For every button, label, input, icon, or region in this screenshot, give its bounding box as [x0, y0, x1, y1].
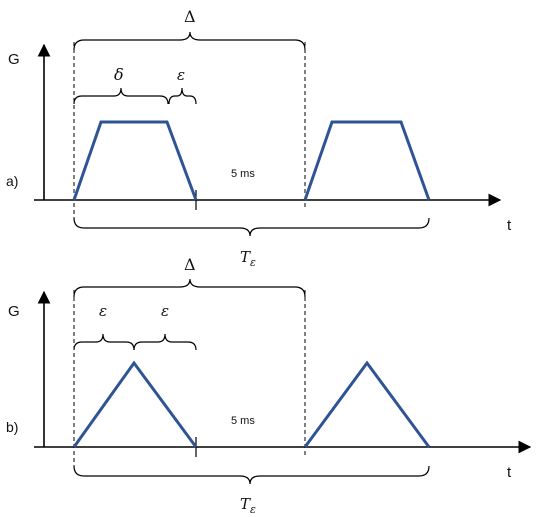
panel-a-small-delta-brace	[73, 87, 169, 105]
panel-b-right-epsilon-label: ε	[161, 302, 169, 320]
panel-a-x-axis-label: t	[507, 217, 512, 234]
panel-a-panel-label: a)	[6, 173, 18, 189]
panel-a-t-eps-label: T	[240, 248, 251, 266]
panel-a-pulse-2	[303, 120, 431, 201]
panel-a-pulse-1	[72, 120, 198, 201]
panel-a-t-eps-sub: ε	[250, 256, 256, 269]
panel-a: G t a) Δ δ ε 5 ms T ε	[6, 7, 512, 269]
panel-b-left-epsilon-label: ε	[99, 302, 107, 320]
panel-b-gap-label: 5 ms	[231, 415, 255, 427]
panel-b-pulse-2	[303, 360, 431, 448]
panel-b-x-axis-label: t	[507, 464, 512, 481]
panel-b-t-eps-brace	[73, 465, 430, 485]
panel-b-right-epsilon-brace	[133, 333, 197, 351]
panel-b-t-eps-label: T	[240, 495, 251, 513]
panel-b-delta-brace	[73, 278, 306, 298]
panel-a-epsilon-label: ε	[177, 66, 185, 84]
panel-b-y-axis-label: G	[8, 303, 20, 320]
panel-b-pulse-1	[72, 360, 198, 448]
panel-a-gap-label: 5 ms	[231, 168, 255, 180]
panel-a-epsilon-brace	[168, 87, 197, 105]
panel-a-y-axis-label: G	[8, 51, 20, 68]
panel-a-t-eps-brace	[73, 217, 430, 237]
panel-b: G t b) Δ ε ε 5 ms T ε	[6, 255, 532, 516]
panel-a-small-delta-label: δ	[114, 65, 124, 84]
panel-b-delta-label: Δ	[184, 255, 196, 274]
panel-a-delta-label: Δ	[184, 7, 196, 26]
panel-b-panel-label: b)	[6, 419, 18, 435]
panel-b-t-eps-sub: ε	[250, 503, 256, 516]
panel-a-delta-brace	[73, 31, 306, 51]
panel-b-left-epsilon-brace	[73, 333, 135, 351]
